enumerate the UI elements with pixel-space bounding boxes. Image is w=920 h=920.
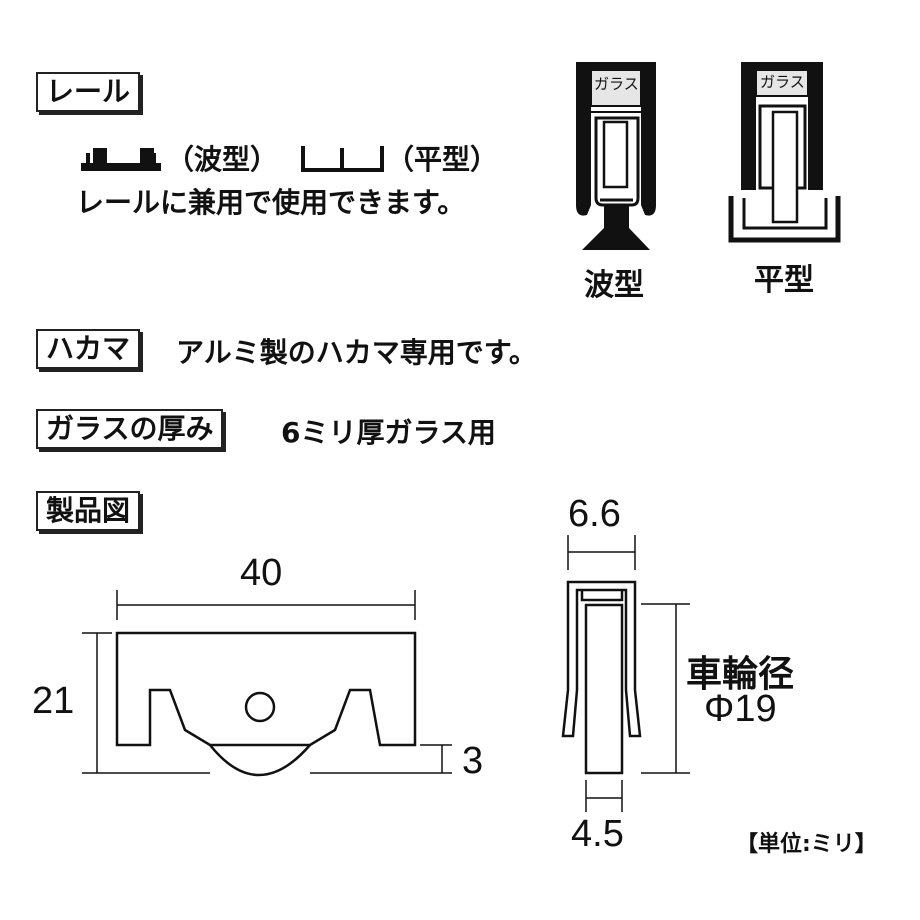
wave-section-diagram [576, 62, 656, 250]
hakama-description: アルミ製のハカマ専用です。 [176, 336, 537, 369]
product-section-label: 製品図 [36, 491, 141, 531]
top-width-dimension: 6.6 [568, 493, 621, 535]
protrusion-dimension: 3 [462, 740, 484, 782]
flat-caption: 平型 [754, 263, 814, 298]
flat-rail-icon [301, 146, 384, 172]
wave-type-label: （波型） [166, 143, 279, 176]
wheel-label: 車輪径 [686, 654, 795, 695]
glass-description: 6ミリ厚ガラス用 [281, 416, 496, 449]
glass-label-flat: ガラス [760, 73, 805, 91]
side-dimension-lines [82, 590, 452, 774]
width-dimension: 40 [240, 552, 283, 594]
height-dimension: 21 [32, 680, 75, 722]
unit-note: 【単位:ミリ】 [736, 832, 877, 857]
wheel-diameter: Φ19 [704, 688, 777, 730]
rail-section-label: レール [36, 72, 141, 112]
wave-rail-icon [81, 148, 161, 171]
wave-caption: 波型 [584, 268, 644, 303]
hakama-section-label: ハカマ [36, 329, 141, 369]
front-dimension-lines [567, 535, 690, 812]
rail-compat-note: レールに兼用で使用できます。 [76, 186, 466, 219]
flat-type-label: （平型） [386, 143, 499, 176]
bottom-width-dimension: 4.5 [571, 813, 624, 855]
glass-label-wave: ガラス [594, 75, 639, 93]
flat-section-diagram [728, 62, 841, 243]
glass-section-label: ガラスの厚み [36, 409, 224, 449]
product-side-view [115, 631, 417, 777]
product-front-view [561, 580, 642, 775]
